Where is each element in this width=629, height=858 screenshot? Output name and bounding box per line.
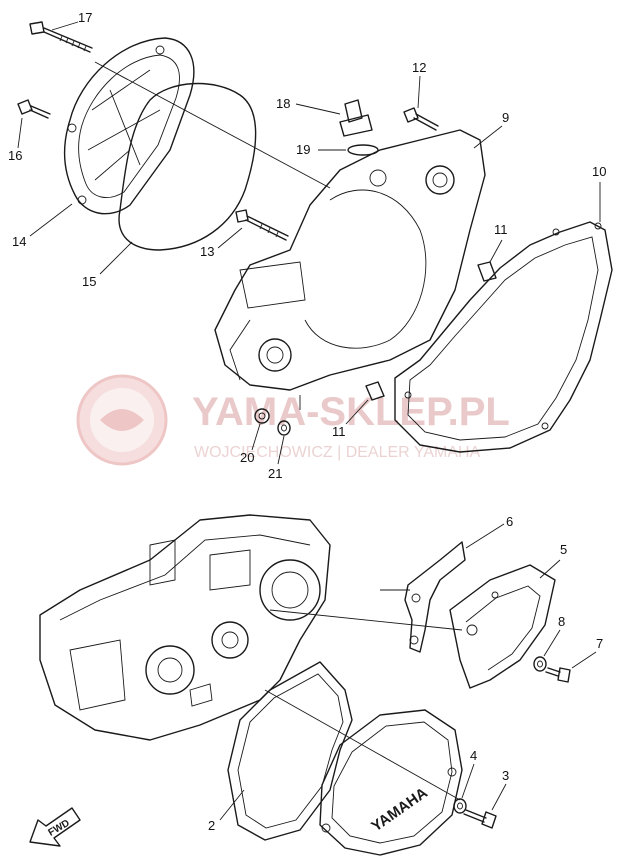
fwd-arrow: FWD xyxy=(29,807,81,847)
svg-text:8: 8 xyxy=(558,614,565,629)
svg-text:2: 2 xyxy=(208,818,215,833)
callout-2: 2 xyxy=(208,789,245,833)
svg-text:10: 10 xyxy=(592,164,606,179)
drain-bolt-washer xyxy=(277,420,291,436)
bolt-13 xyxy=(235,209,289,241)
crankcase-cover xyxy=(214,129,486,391)
washer-4 xyxy=(453,798,467,814)
callout-20: 20 xyxy=(240,423,261,465)
callout-21: 21 xyxy=(268,435,285,481)
callout-11-lower: 11 xyxy=(332,399,369,439)
watermark: YAMA-SKLEP.PL WOJCIECHOWICZ | DEALER YAM… xyxy=(76,374,510,466)
svg-text:6: 6 xyxy=(506,514,513,529)
o-ring xyxy=(347,144,379,156)
bolt-12 xyxy=(403,107,439,131)
svg-text:12: 12 xyxy=(412,60,426,75)
svg-text:15: 15 xyxy=(82,274,96,289)
callout-11-upper: 11 xyxy=(489,222,508,263)
watermark-title: YAMA-SKLEP.PL xyxy=(192,390,510,434)
svg-text:19: 19 xyxy=(296,142,310,157)
sprocket-cover xyxy=(449,564,556,689)
svg-text:18: 18 xyxy=(276,96,290,111)
sprocket-cover-bracket xyxy=(404,541,466,653)
callout-7: 7 xyxy=(571,636,603,669)
callout-19: 19 xyxy=(296,142,346,157)
clutch-cover-gasket xyxy=(118,82,257,251)
fwd-label: FWD xyxy=(46,818,71,839)
top-leader-lines xyxy=(94,61,331,410)
callout-3: 3 xyxy=(491,768,509,811)
svg-text:13: 13 xyxy=(200,244,214,259)
watermark-logo xyxy=(76,374,168,466)
drain-bolt xyxy=(254,408,270,424)
bolt-17 xyxy=(29,21,93,53)
callout-16: 16 xyxy=(8,117,22,163)
svg-text:17: 17 xyxy=(78,10,92,25)
dowel-pin-lower xyxy=(365,381,385,401)
svg-text:11: 11 xyxy=(494,222,508,237)
engine-crankcase xyxy=(39,514,331,741)
svg-text:5: 5 xyxy=(560,542,567,557)
callout-4: 4 xyxy=(461,748,477,799)
callout-17: 17 xyxy=(51,10,92,31)
callout-8: 8 xyxy=(543,614,565,657)
bolt-7 xyxy=(545,667,571,683)
callout-15: 15 xyxy=(82,241,133,289)
callout-10: 10 xyxy=(592,164,606,222)
svg-text:7: 7 xyxy=(596,636,603,651)
clutch-cover xyxy=(63,37,195,215)
callout-6: 6 xyxy=(465,514,513,549)
callout-14: 14 xyxy=(12,203,73,249)
washer-8 xyxy=(533,656,547,672)
bottom-leader-lines xyxy=(264,589,463,801)
svg-text:21: 21 xyxy=(268,466,282,481)
callout-5: 5 xyxy=(539,542,567,579)
svg-text:16: 16 xyxy=(8,148,22,163)
svg-text:3: 3 xyxy=(502,768,509,783)
svg-text:4: 4 xyxy=(470,748,477,763)
svg-text:9: 9 xyxy=(502,110,509,125)
oil-filler-plug xyxy=(339,99,373,137)
stator-cover: YAMAHA xyxy=(319,709,463,856)
crankcase-cover-gasket xyxy=(394,221,613,453)
stator-cover-gasket xyxy=(227,661,353,841)
svg-text:11: 11 xyxy=(332,424,346,439)
dowel-pin-upper xyxy=(477,261,497,282)
watermark-subtitle: WOJCIECHOWICZ | DEALER YAMAHA xyxy=(194,444,481,461)
callout-12: 12 xyxy=(412,60,426,109)
cover-brand-text: YAMAHA xyxy=(368,784,431,835)
svg-text:20: 20 xyxy=(240,450,254,465)
callouts: 17 16 14 15 18 19 12 9 xyxy=(8,10,606,833)
callout-9: 9 xyxy=(473,110,509,149)
bolt-3 xyxy=(463,809,497,829)
svg-text:14: 14 xyxy=(12,234,26,249)
callout-13: 13 xyxy=(200,227,243,259)
callout-18: 18 xyxy=(276,96,341,115)
bolt-16 xyxy=(17,99,51,119)
